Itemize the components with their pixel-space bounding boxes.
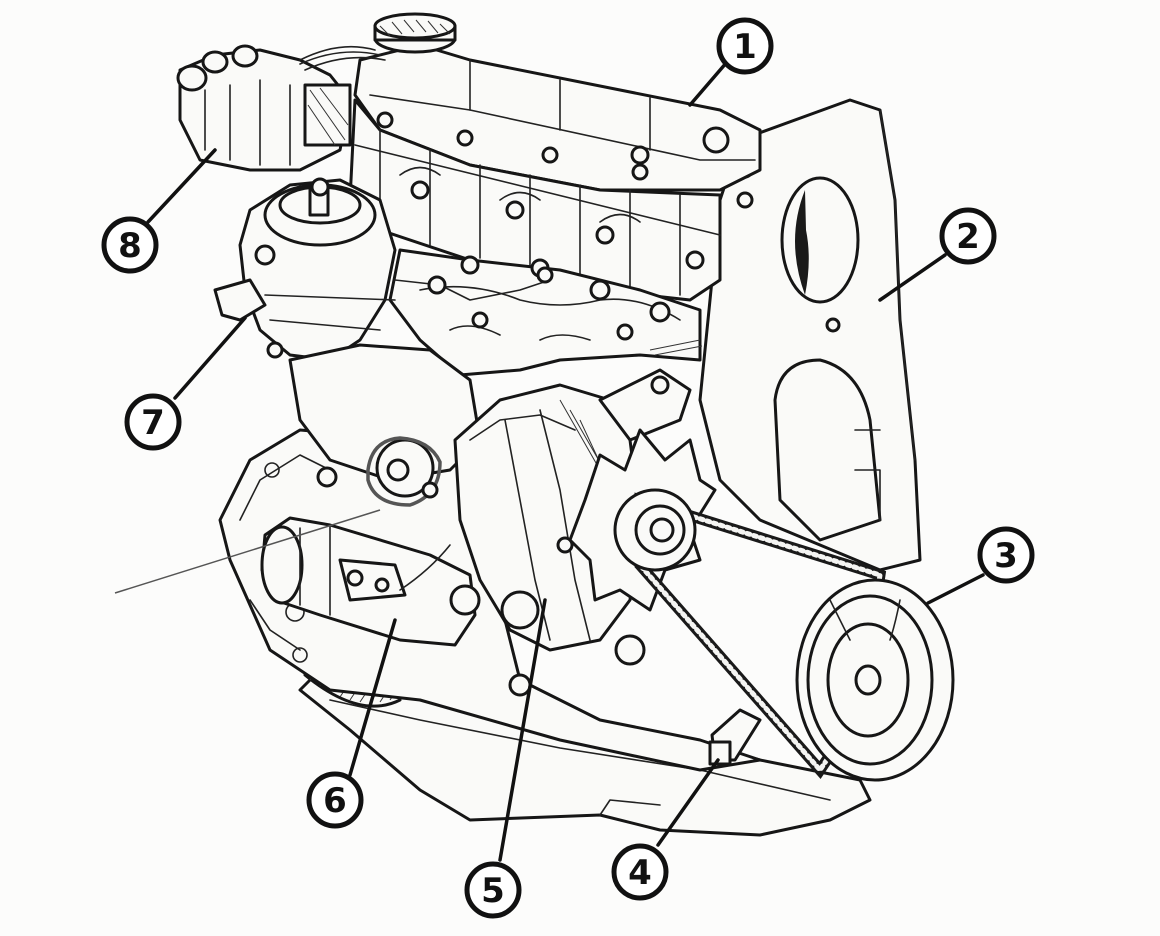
- callout-8-label: 8: [118, 226, 142, 266]
- callout-3: 3: [977, 526, 1035, 584]
- distributor: [176, 44, 386, 172]
- callout-3-label: 3: [994, 536, 1018, 576]
- callout-1-label: 1: [733, 27, 757, 67]
- manifold: [388, 248, 703, 377]
- leader-lines: [114, 60, 985, 862]
- callout-6-label: 6: [323, 781, 347, 821]
- callout-5-label: 5: [481, 871, 505, 911]
- timing-cover: [698, 98, 922, 572]
- intake-body: [288, 343, 482, 507]
- callout-7: 7: [124, 393, 182, 451]
- callout-5: 5: [464, 861, 522, 919]
- callout-1: 1: [716, 17, 774, 75]
- callout-6: 6: [306, 771, 364, 829]
- callout-7-label: 7: [141, 403, 165, 443]
- rocker-cover: [353, 12, 762, 192]
- callout-2: 2: [939, 207, 997, 265]
- crankshaft-pulley: [795, 578, 955, 782]
- callout-4: 4: [611, 843, 669, 901]
- alternator-pulley: [613, 488, 697, 572]
- carburettor: [213, 177, 554, 402]
- callout-2-label: 2: [956, 217, 980, 257]
- oil-pressure-switch: [708, 708, 762, 766]
- starter-motor: [260, 516, 481, 647]
- cylinder-head: [348, 98, 722, 302]
- callout-4-label: 4: [628, 853, 652, 893]
- callout-8: 8: [101, 216, 159, 274]
